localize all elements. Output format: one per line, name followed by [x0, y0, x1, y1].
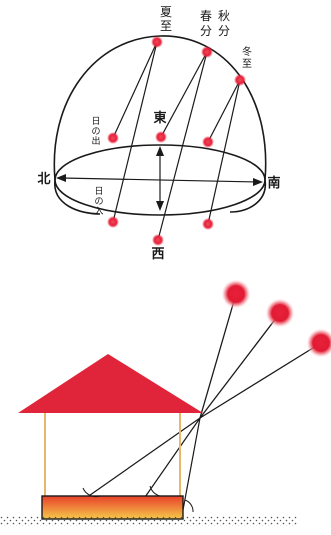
sun-equinox-set	[152, 234, 164, 246]
house-sunlight-diagram	[0, 279, 331, 526]
sky-dome-lower	[54, 179, 101, 215]
east-arrow-icon	[156, 146, 164, 156]
label-sunset-2: の	[94, 197, 103, 207]
winter-solstice-path-2	[207, 79, 241, 143]
ground-strip	[0, 516, 297, 526]
angle-arc-winter	[82, 487, 101, 498]
label-west: 西	[151, 247, 164, 262]
label-spring-equinox-2: 分	[200, 24, 212, 38]
house-roof	[18, 354, 203, 413]
label-sunrise-3: 出	[91, 135, 100, 147]
sun-summer-icon	[221, 279, 251, 309]
north-arrow-icon	[56, 174, 66, 182]
south-arrow-icon	[253, 178, 263, 186]
west-arrow-icon	[156, 201, 164, 211]
sun-summer-rise	[107, 132, 119, 144]
ray-equinox-inside	[142, 417, 201, 501]
sun-winter-set	[202, 218, 214, 230]
label-summer-solstice-2: 至	[160, 19, 172, 33]
label-autumn-equinox-1: 秋	[218, 9, 230, 23]
angle-arc-summer	[184, 499, 194, 513]
label-north: 北	[37, 172, 50, 187]
sun-winter-rise	[202, 136, 214, 148]
sun-equinox-icon	[265, 298, 295, 328]
sun-summer-set	[107, 216, 119, 228]
label-winter-solstice-2: 至	[242, 58, 252, 70]
label-summer-solstice-1: 夏	[160, 5, 172, 19]
label-sunrise-2: の	[91, 127, 100, 137]
angle-arc-equinox	[149, 485, 161, 497]
summer-path-rise	[112, 41, 158, 139]
label-spring-equinox-1: 春	[200, 9, 212, 23]
sun-equinox-rise	[155, 131, 167, 143]
horizon-ellipse	[54, 144, 266, 216]
equinox-path-rise	[160, 51, 208, 138]
label-sunset-3: 入	[94, 206, 103, 217]
label-winter-solstice-1: 冬	[242, 45, 252, 58]
ray-winter-inside	[82, 417, 201, 501]
label-sunset-1: 日	[94, 186, 103, 197]
sun-winter-noon	[234, 74, 246, 86]
label-east: 東	[153, 110, 166, 126]
ray-equinox	[199, 312, 281, 419]
label-south: 南	[267, 175, 280, 191]
ray-summer	[199, 293, 237, 419]
label-sunrise-1: 日	[91, 116, 100, 127]
celestial-sphere: 夏 至 春 分 秋 分 冬 至 日 の 出 日 の 入 北 南 東 西	[37, 5, 280, 262]
winter-solstice-path	[207, 79, 241, 225]
ray-summer-inside	[182, 417, 201, 511]
sun-winter-icon	[306, 328, 331, 358]
label-autumn-equinox-2: 分	[218, 24, 230, 38]
sun-summer-noon	[151, 36, 163, 48]
summer-solstice-path	[112, 41, 158, 223]
ray-winter	[199, 342, 322, 419]
equinox-path	[157, 51, 208, 241]
sun-equinox-noon	[201, 46, 213, 58]
house-floor	[41, 495, 184, 520]
